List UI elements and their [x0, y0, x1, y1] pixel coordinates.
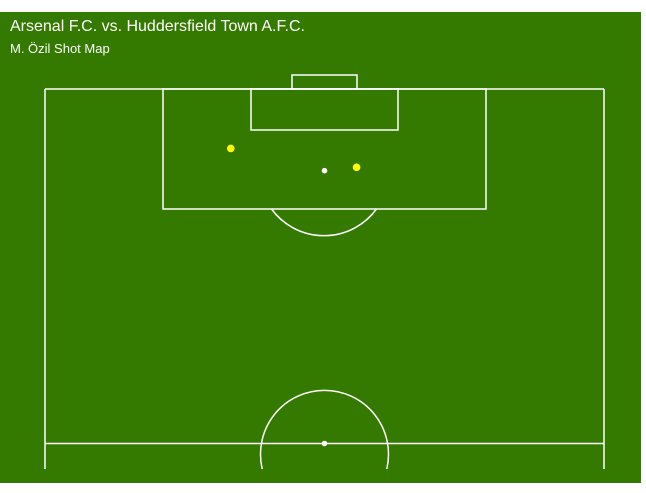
six-yard-box: [250, 88, 399, 131]
goal: [291, 74, 358, 90]
penalty-spot: [321, 167, 328, 174]
chart-subtitle: M. Özil Shot Map: [10, 41, 110, 56]
penalty-area: [162, 88, 487, 210]
centre-circle: [259, 389, 390, 470]
penalty-arc: [270, 208, 378, 237]
shot-marker: [226, 144, 235, 153]
shots-layer: [226, 144, 361, 172]
pitch-background: [0, 12, 641, 483]
chart-title: Arsenal F.C. vs. Huddersfield Town A.F.C…: [10, 18, 305, 35]
centre-spot: [321, 440, 328, 447]
shot-marker: [352, 163, 361, 172]
